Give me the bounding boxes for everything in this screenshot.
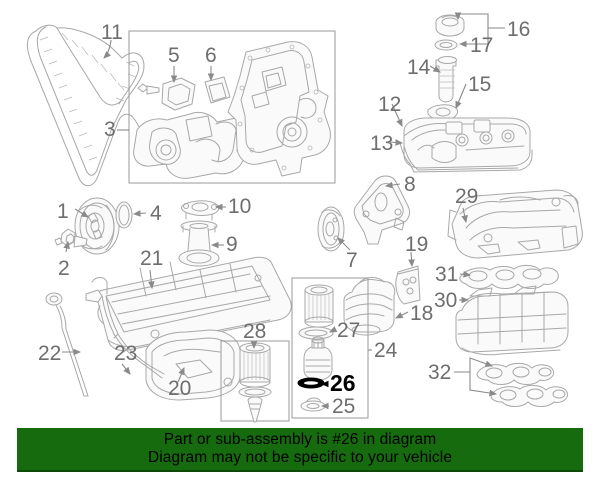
callout-label-7: 7: [346, 249, 358, 272]
callout-label-8: 8: [404, 173, 416, 196]
callout-label-5: 5: [168, 44, 180, 67]
part-intake-manifold-gasket-upper: [459, 264, 559, 289]
callout-label-26: 26: [330, 370, 356, 396]
part-timing-chain: [26, 24, 145, 187]
part-oil-strainer: [178, 220, 220, 267]
callout-label-23: 23: [114, 342, 138, 365]
callout-label-31: 31: [435, 263, 459, 286]
part-crankshaft-front-seal: [115, 201, 133, 229]
callout-label-13: 13: [370, 132, 394, 155]
part-intake-port-gaskets: [476, 362, 569, 407]
part-crankshaft-sprocket: [317, 206, 345, 252]
callout-label-17: 17: [470, 34, 494, 57]
callout-label-16: 16: [507, 18, 531, 41]
callout-label-4: 4: [150, 202, 162, 225]
part-oil-cooler: [343, 277, 396, 336]
part-cylinder-head-cover: [403, 117, 531, 169]
callout-label-14: 14: [407, 56, 431, 79]
part-oil-filter-assembly-box: [291, 277, 369, 419]
part-pulley-bolt: [54, 228, 88, 248]
part-oil-filler-cap-gasket: [434, 39, 458, 51]
part-dipstick-guide-tube: [85, 277, 165, 379]
callout-label-22: 22: [38, 342, 62, 365]
callout-label-2: 2: [58, 257, 70, 280]
callout-label-10: 10: [228, 195, 252, 218]
callout-label-18: 18: [410, 302, 434, 325]
callout-label-29: 29: [455, 185, 479, 208]
part-engine-mount-bracket: [353, 175, 411, 245]
callout-label-12: 12: [378, 93, 402, 116]
callout-label-1: 1: [57, 200, 69, 223]
diagram-notice-banner: Part or sub-assembly is #26 in diagram D…: [17, 428, 583, 472]
callout-label-6: 6: [205, 44, 217, 67]
callout-label-11: 11: [101, 21, 123, 44]
part-cylinder-head-cover-gasket: [399, 142, 533, 173]
callout-label-28: 28: [243, 320, 267, 343]
part-oil-strainer-gasket: [180, 200, 220, 221]
callout-label-24: 24: [374, 339, 398, 362]
callout-label-32: 32: [428, 361, 452, 384]
banner-line-1: Part or sub-assembly is #26 in diagram: [163, 431, 437, 448]
part-oil-pan-lower: [145, 329, 241, 401]
part-oil-filler-tube: [435, 56, 457, 103]
callout-label-30: 30: [434, 289, 458, 312]
callout-label-15: 15: [468, 73, 492, 96]
leader-lines: [62, 12, 505, 410]
part-oil-cooler-bracket: [395, 265, 421, 305]
callout-label-3: 3: [104, 118, 116, 141]
part-intake-manifold: [447, 189, 583, 259]
callout-label-27: 27: [337, 319, 361, 342]
part-oil-filler-cap: [435, 14, 465, 37]
callout-label-21: 21: [140, 247, 164, 270]
part-oil-level-dipstick: [45, 292, 89, 397]
callout-label-20: 20: [168, 377, 192, 400]
part-intake-manifold-gasket-lower: [455, 285, 569, 356]
banner-line-2: Diagram may not be specific to your vehi…: [147, 449, 453, 466]
callout-label-25: 25: [332, 395, 356, 418]
callout-label-9: 9: [226, 233, 238, 256]
part-timing-cover-assembly: [128, 30, 336, 184]
callout-label-19: 19: [405, 233, 429, 256]
highlighted-oring-26: [297, 377, 325, 389]
